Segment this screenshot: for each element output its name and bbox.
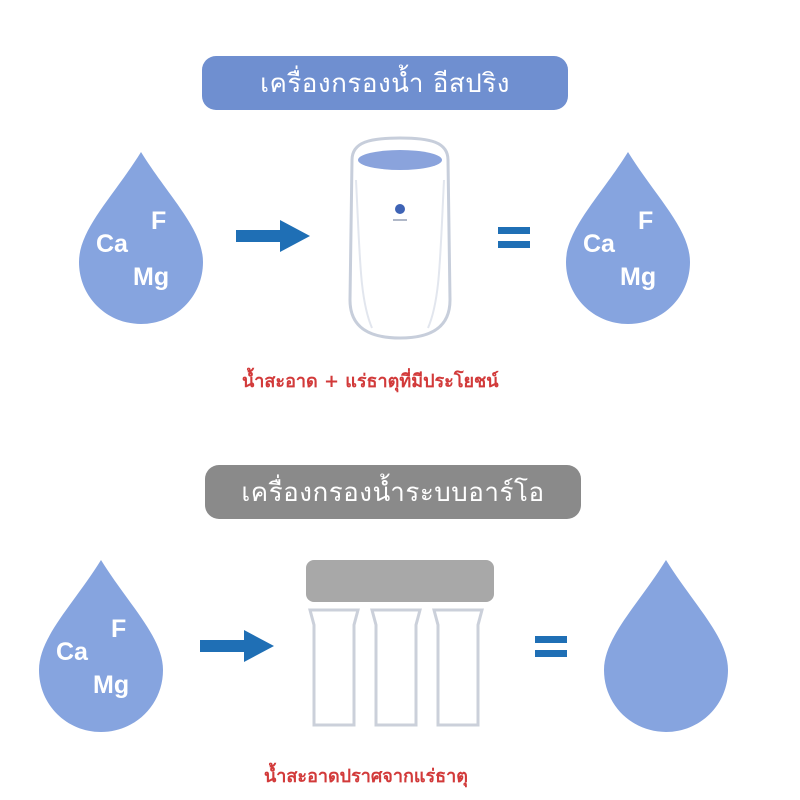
water-drop-icon	[604, 560, 728, 732]
mineral-f: F	[151, 207, 166, 235]
ro-caption: น้ำสะอาดปราศจากแร่ธาตุ	[264, 766, 468, 787]
arrow-right-icon	[200, 630, 274, 662]
ro-title: เครื่องกรองน้ำระบบอาร์โอ	[205, 465, 581, 519]
mineral-ca: Ca	[583, 230, 616, 258]
equals-icon	[535, 636, 567, 657]
mineral-ca: Ca	[96, 230, 129, 258]
espring-input-drop: Ca F Mg	[79, 152, 203, 324]
mineral-mg: Mg	[620, 263, 656, 291]
mineral-mg: Mg	[133, 263, 169, 291]
ro-output-drop	[604, 560, 728, 732]
ro-filter-icon	[306, 560, 494, 727]
equals-icon	[498, 227, 530, 248]
espring-output-drop: Ca F Mg	[566, 152, 690, 324]
mineral-ca: Ca	[56, 638, 89, 666]
espring-title: เครื่องกรองน้ำ อีสปริง	[202, 56, 568, 110]
arrow-right-icon	[236, 220, 310, 252]
mineral-f: F	[111, 615, 126, 643]
mineral-f: F	[638, 207, 653, 235]
espring-filter-icon	[348, 136, 452, 340]
espring-caption: น้ำสะอาด + แร่ธาตุที่มีประโยชน์	[242, 371, 499, 392]
ro-input-drop: Ca F Mg	[39, 560, 163, 732]
mineral-mg: Mg	[93, 671, 129, 699]
